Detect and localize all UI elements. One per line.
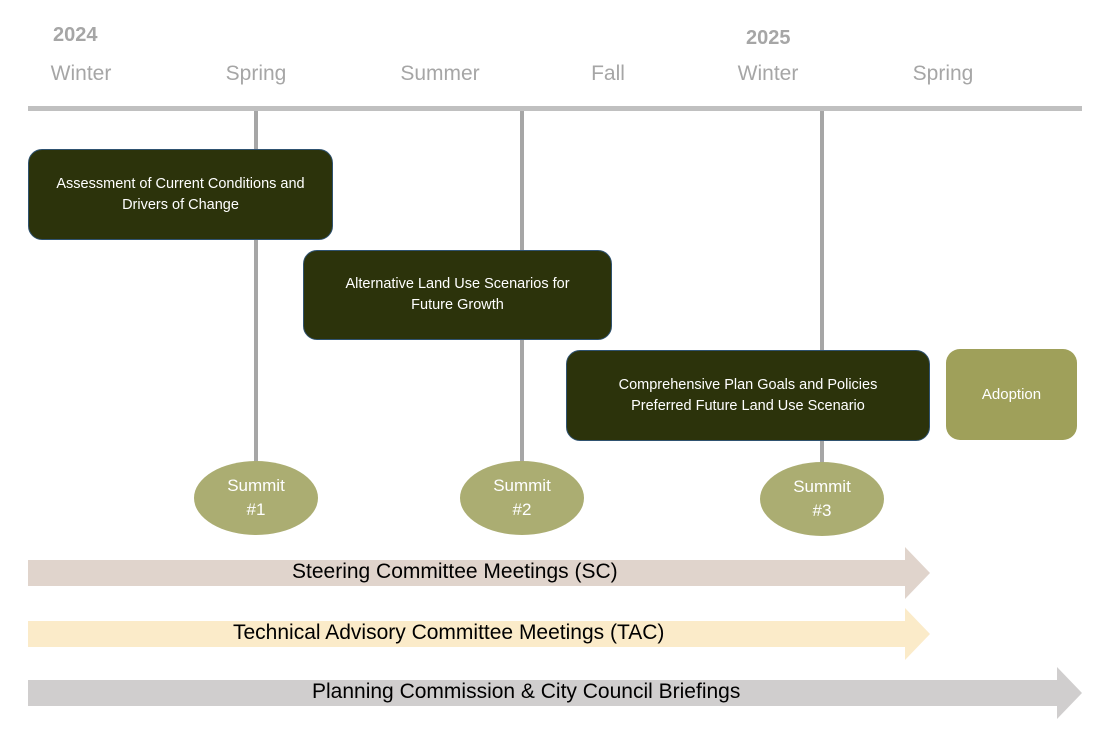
summit-number: #1 xyxy=(246,500,266,519)
arrow-steering-committee xyxy=(28,547,930,599)
summit-3-connector xyxy=(820,111,824,465)
phase-line: Alternative Land Use Scenarios for xyxy=(345,276,570,292)
summit-label: Summit xyxy=(493,476,551,495)
arrow-label: Steering Committee Meetings (SC) xyxy=(292,560,618,583)
summit-2: Summit #2 xyxy=(460,461,584,535)
season-label: Spring xyxy=(225,62,287,85)
arrow-label: Technical Advisory Committee Meetings (T… xyxy=(233,621,665,644)
season-label: Fall xyxy=(591,62,625,85)
phase-adoption: Adoption xyxy=(946,349,1077,440)
summit-number: #2 xyxy=(512,500,532,519)
season-label: Winter xyxy=(737,62,799,85)
phase-line: Future Growth xyxy=(411,297,504,313)
season-label: Winter xyxy=(50,62,112,85)
phase-line: Comprehensive Plan Goals and Policies xyxy=(618,376,878,393)
phase-line: Assessment of Current Conditions and xyxy=(56,175,305,192)
phase-line: Drivers of Change xyxy=(122,196,239,213)
summit-3: Summit #3 xyxy=(760,462,884,536)
phase-line: Preferred Future Land Use Scenario xyxy=(631,397,865,414)
season-label: Summer xyxy=(400,62,480,85)
arrow-technical-advisory xyxy=(28,608,930,660)
summit-label: Summit xyxy=(793,477,851,496)
year-label-2024: 2024 xyxy=(53,24,98,46)
season-label: Spring xyxy=(912,62,974,85)
year-label-2025: 2025 xyxy=(746,27,791,49)
summit-label: Summit xyxy=(227,476,285,495)
summit-1-connector xyxy=(254,111,258,463)
arrow-planning-commission xyxy=(28,667,1082,719)
arrow-label: Planning Commission & City Council Brief… xyxy=(312,680,741,703)
summit-number: #3 xyxy=(812,501,832,520)
summit-1: Summit #1 xyxy=(194,461,318,535)
timeline-axis xyxy=(28,106,1082,111)
